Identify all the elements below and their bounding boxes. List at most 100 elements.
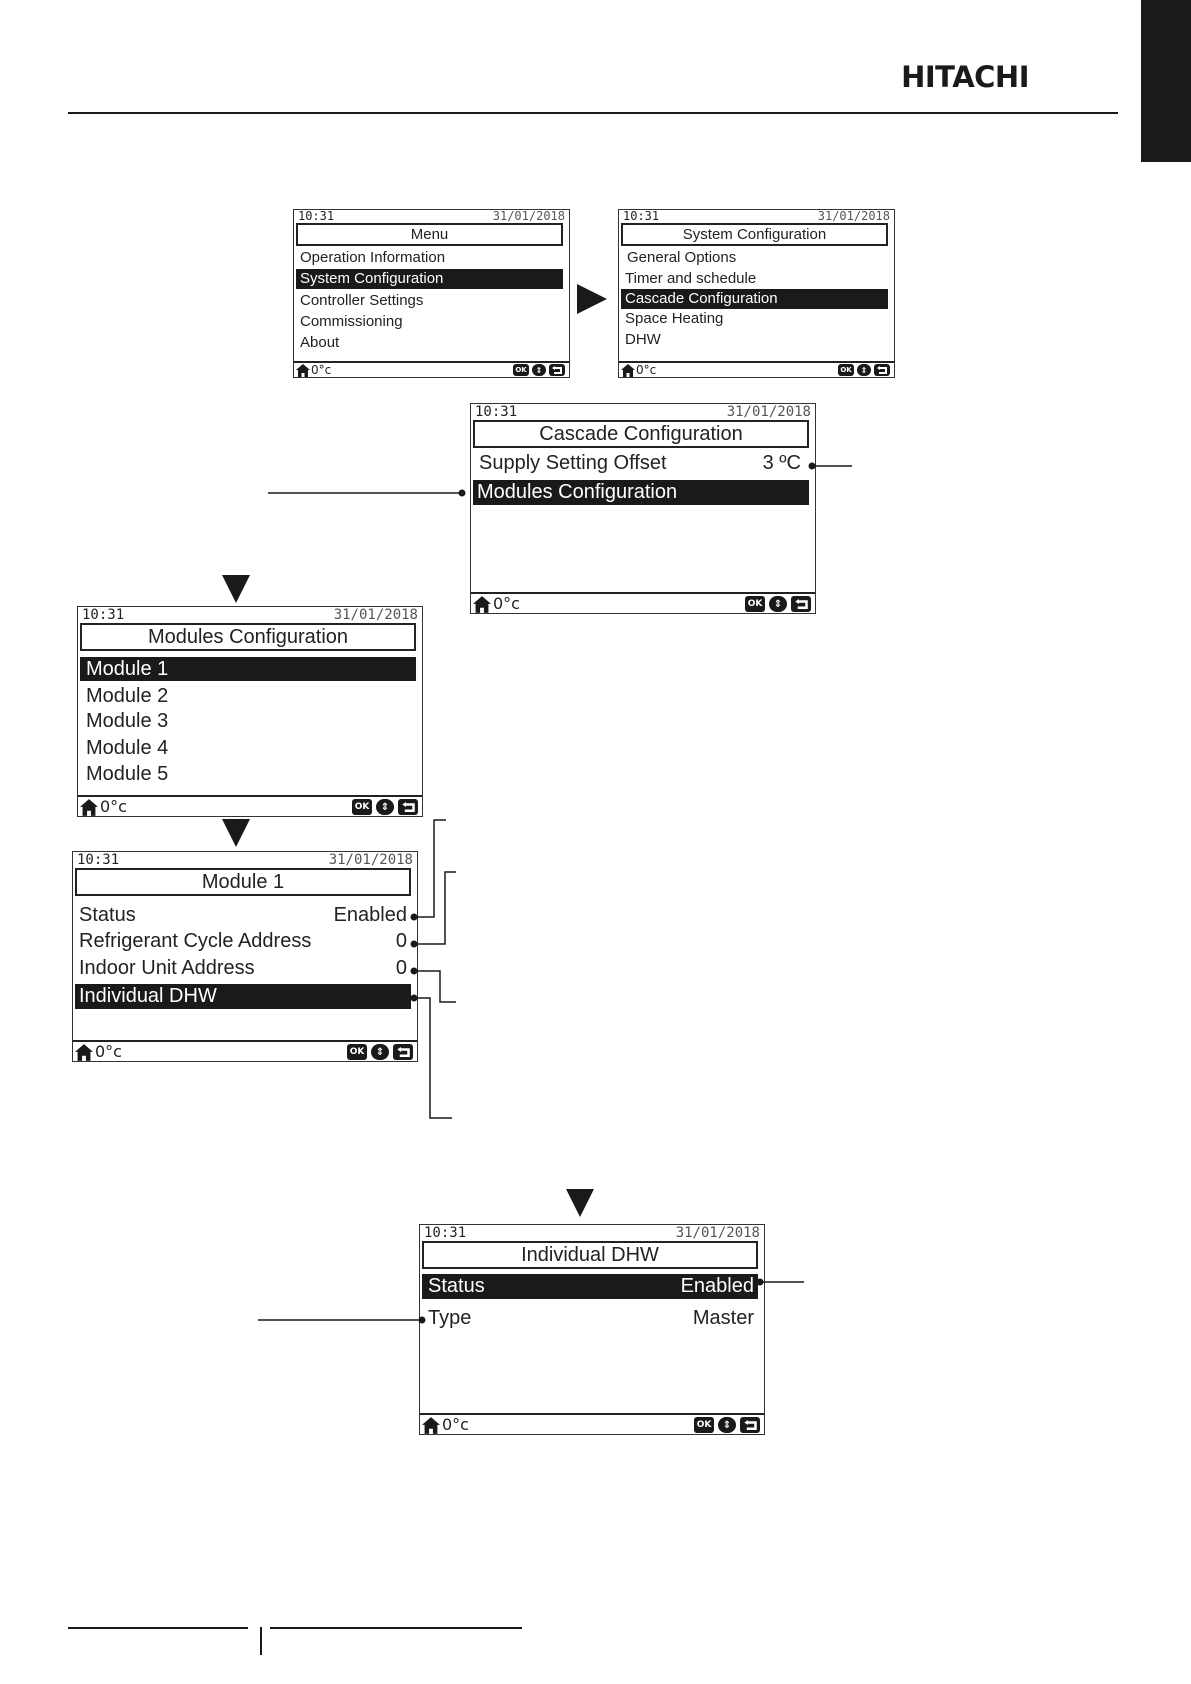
row-label: Indoor Unit Address: [79, 957, 255, 979]
home-icon[interactable]: [75, 1044, 93, 1061]
clock: 10:31: [77, 852, 120, 868]
up-down-icon[interactable]: ⇕: [376, 799, 394, 815]
back-icon[interactable]: [398, 799, 418, 815]
footer-rule-right: [270, 1627, 522, 1629]
flow-arrow-down: [566, 1189, 594, 1217]
ok-key-icon[interactable]: OK: [745, 596, 765, 612]
supply-setting-offset-row[interactable]: Supply Setting Offset 3 ºC: [473, 451, 809, 476]
screen-title: Module 1: [75, 868, 411, 896]
up-down-icon[interactable]: ⇕: [769, 596, 787, 612]
ok-key-icon[interactable]: OK: [694, 1417, 714, 1433]
clock: 10:31: [424, 1225, 467, 1241]
row-label: Supply Setting Offset: [479, 452, 667, 474]
clock: 10:31: [623, 209, 660, 223]
temperature-readout: 0°c: [636, 363, 657, 377]
date: 31/01/2018: [333, 607, 418, 623]
screen-title: Cascade Configuration: [473, 420, 809, 448]
clock: 10:31: [475, 404, 518, 420]
menu-item[interactable]: General Options: [627, 249, 737, 266]
dhw-type-row[interactable]: Type Master: [422, 1306, 758, 1331]
modules-configuration-row[interactable]: Modules Configuration: [473, 480, 809, 505]
section-tab: [1141, 0, 1191, 162]
row-value: 0: [395, 957, 407, 979]
modules-configuration-screen: 10:31 31/01/2018 Modules Configuration Mo…: [77, 606, 423, 817]
ok-key-icon[interactable]: OK: [352, 799, 372, 815]
indoor-unit-address-row[interactable]: Indoor Unit Address 0: [75, 956, 411, 981]
menu-screen: 10:31 31/01/2018 Menu Operation Informati…: [293, 209, 570, 378]
screen-title: Modules Configuration: [80, 623, 416, 651]
module-item[interactable]: Module 2: [86, 685, 169, 707]
cascade-configuration-screen: 10:31 31/01/2018 Cascade Configuration Su…: [470, 403, 816, 614]
back-icon[interactable]: [393, 1044, 413, 1060]
row-label: Individual DHW: [79, 985, 217, 1007]
individual-dhw-screen: 10:31 31/01/2018 Individual DHW Status En…: [419, 1224, 765, 1435]
row-value: Enabled: [333, 904, 407, 926]
back-icon[interactable]: [791, 596, 811, 612]
row-value: 3 ºC: [762, 452, 801, 474]
flow-arrow-down: [222, 819, 250, 847]
footer-divider: [260, 1627, 262, 1655]
date: 31/01/2018: [675, 1225, 760, 1241]
screen-title: System Configuration: [621, 223, 888, 246]
refrigerant-cycle-address-row[interactable]: Refrigerant Cycle Address 0: [75, 929, 411, 954]
menu-item[interactable]: Controller Settings: [300, 292, 424, 309]
temperature-readout: 0°c: [100, 797, 127, 816]
individual-dhw-row[interactable]: Individual DHW: [75, 984, 411, 1009]
brand-logo: HITACHI: [901, 60, 1029, 94]
menu-item-selected[interactable]: Cascade Configuration: [621, 289, 888, 309]
menu-item[interactable]: About: [300, 334, 340, 351]
up-down-icon[interactable]: ⇕: [532, 364, 546, 376]
up-down-icon[interactable]: ⇕: [857, 364, 871, 376]
menu-item-selected[interactable]: System Configuration: [296, 269, 563, 289]
menu-item[interactable]: Space Heating: [625, 310, 724, 327]
ok-key-icon[interactable]: OK: [513, 364, 529, 376]
dhw-status-row[interactable]: Status Enabled: [422, 1274, 758, 1299]
row-value: Enabled: [680, 1275, 754, 1297]
row-value: Master: [692, 1307, 754, 1329]
status-row[interactable]: Status Enabled: [75, 903, 411, 928]
date: 31/01/2018: [328, 852, 413, 868]
back-icon[interactable]: [740, 1417, 760, 1433]
ok-key-icon[interactable]: OK: [838, 364, 854, 376]
row-value: 0: [395, 930, 407, 952]
module-item-selected[interactable]: Module 1: [80, 657, 416, 681]
header-rule: [68, 112, 1118, 114]
home-icon[interactable]: [473, 596, 491, 613]
menu-item[interactable]: Timer and schedule: [625, 270, 757, 287]
flow-arrow-down: [222, 575, 250, 603]
home-icon[interactable]: [80, 799, 98, 816]
row-label: Status: [79, 904, 136, 926]
home-icon[interactable]: [621, 364, 635, 377]
row-label: Refrigerant Cycle Address: [79, 930, 312, 952]
row-label: Modules Configuration: [477, 481, 678, 503]
home-icon[interactable]: [296, 364, 310, 377]
back-icon[interactable]: [874, 364, 890, 376]
temperature-readout: 0°c: [311, 363, 332, 377]
temperature-readout: 0°c: [442, 1415, 469, 1434]
system-configuration-screen: 10:31 31/01/2018 System Configuration Gen…: [618, 209, 895, 378]
date: 31/01/2018: [492, 209, 565, 223]
menu-item[interactable]: DHW: [625, 331, 661, 348]
module-item[interactable]: Module 3: [86, 710, 169, 732]
date: 31/01/2018: [817, 209, 890, 223]
date: 31/01/2018: [726, 404, 811, 420]
clock: 10:31: [298, 209, 335, 223]
module-item[interactable]: Module 4: [86, 737, 169, 759]
module-item[interactable]: Module 5: [86, 763, 169, 785]
up-down-icon[interactable]: ⇕: [718, 1417, 736, 1433]
temperature-readout: 0°c: [95, 1042, 122, 1061]
row-label: Status: [428, 1275, 485, 1297]
menu-item[interactable]: Operation Information: [300, 249, 446, 266]
ok-key-icon[interactable]: OK: [347, 1044, 367, 1060]
footer-rule-left: [68, 1627, 248, 1629]
flow-arrow-right: [577, 284, 607, 314]
screen-title: Individual DHW: [422, 1241, 758, 1269]
screen-title: Menu: [296, 223, 563, 246]
row-label: Type: [428, 1307, 472, 1329]
up-down-icon[interactable]: ⇕: [371, 1044, 389, 1060]
home-icon[interactable]: [422, 1417, 440, 1434]
menu-item[interactable]: Commissioning: [300, 313, 403, 330]
back-icon[interactable]: [549, 364, 565, 376]
clock: 10:31: [82, 607, 125, 623]
